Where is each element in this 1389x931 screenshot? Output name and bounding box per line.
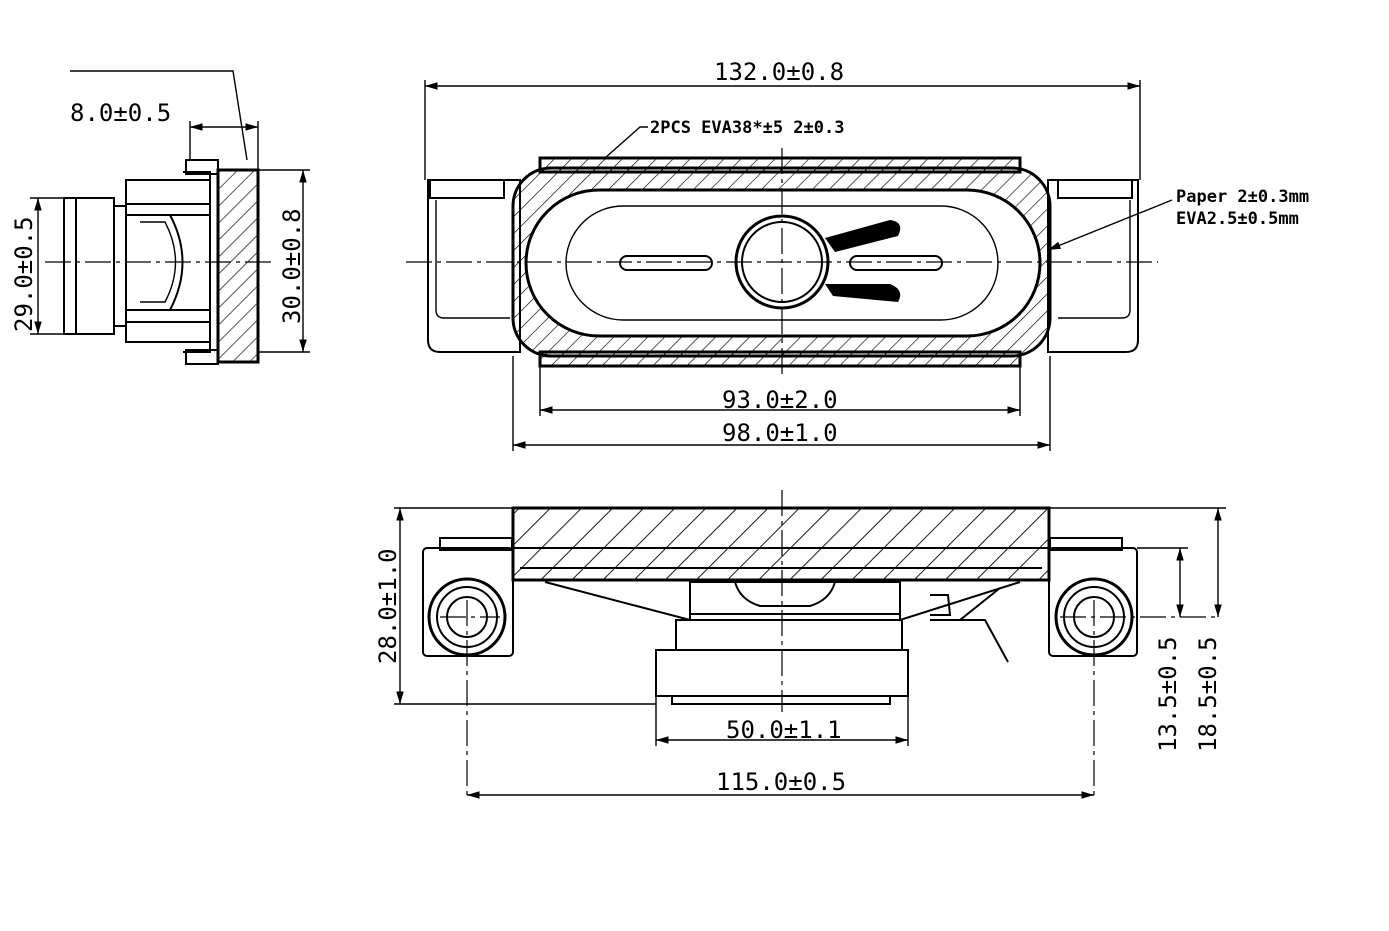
front-view: 28.0±1.0 50.0±1.1 115.0±0.5 13.5±0.5 18.… [374,490,1226,800]
dim-frame-height: 30.0±0.8 [278,208,306,324]
dim-bracket-height: 18.5±0.5 [1194,636,1222,752]
dim-total-height: 28.0±1.0 [374,548,402,664]
note-paper: Paper 2±0.3mm [1176,187,1309,207]
dim-hole-height: 13.5±0.5 [1154,636,1182,752]
dim-hole-pitch: 115.0±0.5 [716,768,846,796]
dim-overall-length: 132.0±0.8 [714,58,844,86]
dim-frame-length: 98.0±1.0 [722,419,838,447]
top-view: 132.0±0.8 2PCS EVA38*±5 2±0.3 Paper 2±0.… [406,58,1309,451]
dim-depth: 8.0±0.5 [70,99,171,127]
dim-inner-length: 93.0±2.0 [722,386,838,414]
dim-magnet-height: 29.0±0.5 [10,216,38,332]
note-eva-gasket: 2PCS EVA38*±5 2±0.3 [650,118,844,138]
note-eva: EVA2.5±0.5mm [1176,209,1299,229]
side-view: 8.0±0.5 29.0±0.5 30.0±0.8 [10,70,310,365]
dim-magnet-diameter: 50.0±1.1 [726,716,842,744]
